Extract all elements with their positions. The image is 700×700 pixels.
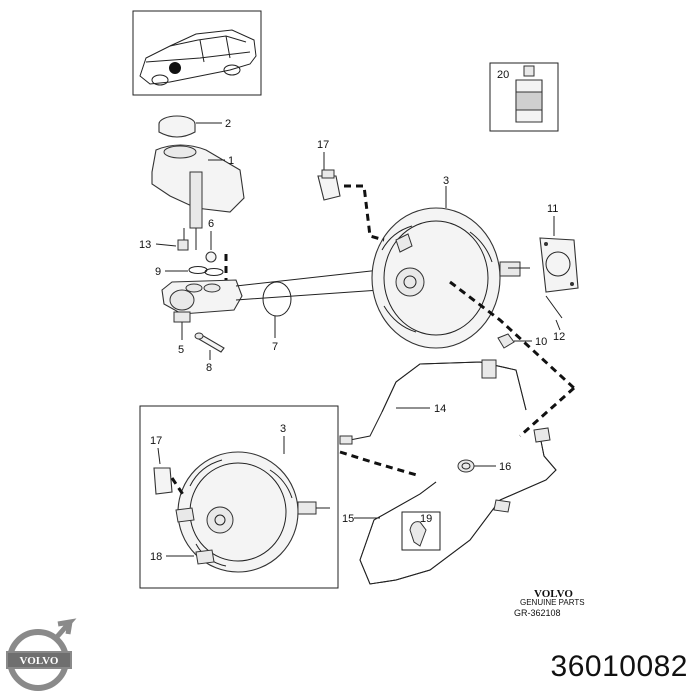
genuine-parts-brand: VOLVO bbox=[534, 588, 573, 600]
callout-3: 3 bbox=[443, 175, 449, 187]
callout-19: 19 bbox=[420, 513, 432, 525]
callout-7: 7 bbox=[272, 341, 278, 353]
callout-5: 5 bbox=[178, 344, 184, 356]
callout-17b: 17 bbox=[150, 435, 162, 447]
callout-8: 8 bbox=[206, 362, 212, 374]
o-rings-9 bbox=[188, 266, 224, 276]
volvo-logo: VOLVO bbox=[6, 618, 77, 691]
vacuum-sensor-17 bbox=[317, 169, 341, 201]
callout-3b: 3 bbox=[280, 423, 286, 435]
callout-18: 18 bbox=[150, 551, 162, 563]
seal-6 bbox=[205, 251, 217, 263]
bolt-8 bbox=[194, 332, 225, 353]
vacuum-sensor-17b bbox=[153, 467, 173, 495]
brake-fluid-reservoir bbox=[151, 144, 245, 250]
brake-booster bbox=[371, 207, 530, 349]
location-marker bbox=[169, 62, 181, 74]
master-cylinder bbox=[161, 279, 243, 323]
callout-9: 9 bbox=[155, 266, 161, 278]
callout-11: 11 bbox=[547, 203, 558, 215]
drawing-reference: GR-362108 bbox=[514, 608, 561, 618]
booster-variant-inset bbox=[139, 405, 339, 589]
callout-14: 14 bbox=[434, 403, 446, 415]
vacuum-hose-15 bbox=[359, 427, 557, 585]
callout-2: 2 bbox=[225, 118, 231, 130]
nut-10 bbox=[497, 333, 515, 349]
callout-15: 15 bbox=[342, 513, 354, 525]
reservoir-cap bbox=[158, 115, 196, 138]
vacuum-hose-14 bbox=[339, 359, 527, 445]
hose-clamp-16 bbox=[457, 459, 475, 473]
seal-13 bbox=[177, 239, 189, 251]
genuine-parts-block: VOLVO GENUINE PARTS GR-362108 bbox=[514, 588, 585, 618]
volvo-logo-text: VOLVO bbox=[20, 655, 59, 667]
car-illustration bbox=[139, 29, 257, 86]
callout-13: 13 bbox=[139, 239, 151, 251]
callout-6: 6 bbox=[208, 218, 214, 230]
callout-1: 1 bbox=[228, 155, 234, 167]
callout-16: 16 bbox=[499, 461, 511, 473]
gasket-11 bbox=[539, 237, 579, 293]
genuine-parts-sub: GENUINE PARTS bbox=[520, 598, 585, 607]
callout-17: 17 bbox=[317, 139, 329, 151]
callout-20: 20 bbox=[497, 69, 509, 81]
part-number: 36010082 bbox=[550, 650, 688, 683]
o-ring-7 bbox=[262, 281, 292, 317]
car-location-inset bbox=[132, 10, 262, 96]
brake-fluid-bottle bbox=[515, 65, 543, 123]
callout-12: 12 bbox=[553, 331, 565, 343]
brake-fluid-inset: 20 bbox=[489, 62, 559, 132]
hose-clip-19 bbox=[401, 511, 441, 551]
callout-10: 10 bbox=[535, 336, 547, 348]
